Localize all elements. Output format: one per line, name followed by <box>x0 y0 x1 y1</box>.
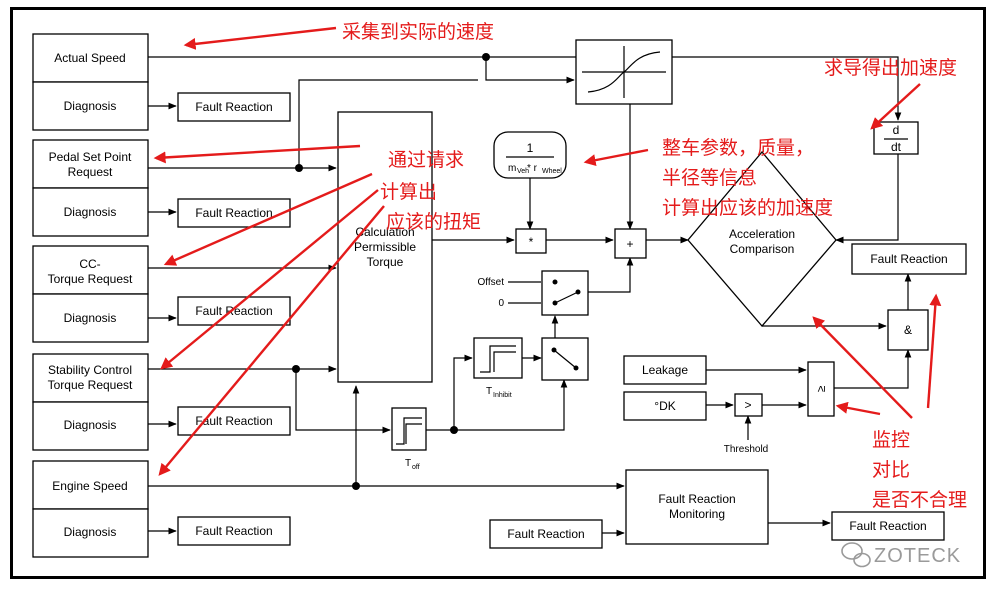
fault-reaction-label-4: Fault Reaction <box>195 414 272 428</box>
inhibit-switch <box>541 337 589 381</box>
annotation-monitor-2: 对比 <box>872 459 910 481</box>
annotation-monitor-1: 监控 <box>872 429 910 451</box>
sum-block <box>614 228 647 259</box>
fault-reaction-monitoring-label-1: Fault Reaction <box>658 492 735 506</box>
annotation-request-2: 计算出 <box>380 181 437 203</box>
acceleration-comparison-label-1: Acceleration <box>729 227 795 241</box>
t-off-label: T <box>405 458 411 469</box>
diagnosis-label-1: Diagnosis <box>64 99 117 113</box>
multiply-block <box>515 228 547 254</box>
calculation-label-2: Permissible <box>354 240 416 254</box>
input-panel <box>32 33 149 558</box>
engine-speed-label: Engine Speed <box>52 479 127 493</box>
stability-control-label-1: Stability Control <box>48 363 132 377</box>
multiply-label: * <box>529 235 534 249</box>
annotation-derivative: 求导得出加速度 <box>824 57 957 79</box>
dk-block <box>623 391 707 421</box>
threshold-label: Threshold <box>724 444 768 455</box>
annotation-vehicle-params-2: 半径等信息 <box>662 167 757 189</box>
annotation-actual-speed: 采集到实际的速度 <box>342 21 494 43</box>
diagnosis-label-3: Diagnosis <box>64 311 117 325</box>
junction-dots <box>292 53 490 490</box>
pedal-set-point-label-2: Request <box>68 165 113 179</box>
greater-equal-label: ≥ <box>814 385 828 392</box>
watermark-text: ZOTECK <box>874 545 961 567</box>
calculation-label-3: Torque <box>367 255 404 269</box>
and-gate-label: & <box>904 323 912 337</box>
mass-radius-numerator: 1 <box>527 141 534 155</box>
diagram-frame <box>10 7 986 579</box>
mass-radius-wheel-sub: Wheel <box>542 168 562 175</box>
t-off-timer <box>391 407 427 451</box>
t-off-sub: off <box>412 464 420 471</box>
and-gate <box>887 309 929 351</box>
zero-label: 0 <box>498 298 504 309</box>
lookup-curve-block <box>575 39 673 105</box>
acceleration-comparison-block <box>687 150 837 327</box>
offset-label: Offset <box>478 277 505 288</box>
greater-than-label: > <box>744 398 751 412</box>
mass-radius-veh-sub: Veh <box>517 168 529 175</box>
greater-equal-block <box>807 361 835 417</box>
fault-reaction-label-5: Fault Reaction <box>195 524 272 538</box>
leakage-label: Leakage <box>642 363 688 377</box>
calculation-block <box>337 111 433 383</box>
t-inhibit-label: T <box>486 386 492 397</box>
fault-reaction-label-output: Fault Reaction <box>849 519 926 533</box>
diagnosis-label-2: Diagnosis <box>64 205 117 219</box>
fault-reaction-box-input <box>489 519 603 549</box>
acceleration-comparison-label-2: Comparison <box>730 242 795 256</box>
offset-switch <box>541 270 589 316</box>
sum-label: + <box>626 237 633 251</box>
mass-radius-denominator-m: m <box>508 163 516 174</box>
derivative-numerator: d <box>893 123 900 137</box>
greater-than-block <box>734 393 763 417</box>
diagnosis-label-4: Diagnosis <box>64 418 117 432</box>
fault-reaction-monitoring-label-2: Monitoring <box>669 507 725 521</box>
annotation-monitor-3: 是否不合理 <box>872 489 967 511</box>
diagnosis-label-5: Diagnosis <box>64 525 117 539</box>
annotation-request-3: 应该的扭矩 <box>386 211 481 233</box>
fault-reaction-label-1: Fault Reaction <box>195 100 272 114</box>
wechat-icon <box>841 542 871 568</box>
fault-reaction-label-2: Fault Reaction <box>195 206 272 220</box>
fault-reaction-box-output <box>831 511 945 541</box>
fault-reaction-label-3: Fault Reaction <box>195 304 272 318</box>
fault-reaction-label-input: Fault Reaction <box>507 527 584 541</box>
pedal-set-point-label-1: Pedal Set Point <box>49 150 132 164</box>
fault-reaction-label-right: Fault Reaction <box>870 252 947 266</box>
signal-wires <box>148 56 912 537</box>
fault-reaction-box-right <box>851 243 967 275</box>
mass-radius-block <box>493 131 567 179</box>
cc-torque-label-2: Torque Request <box>48 272 133 286</box>
annotation-vehicle-params-1: 整车参数，质量， <box>662 137 814 159</box>
derivative-denominator: dt <box>891 140 902 154</box>
t-inhibit-timer <box>473 337 523 379</box>
fault-reaction-monitoring-block <box>625 469 769 545</box>
actual-speed-label: Actual Speed <box>54 51 125 65</box>
leakage-block <box>623 355 707 385</box>
mass-radius-times-r: * r <box>527 163 538 174</box>
t-inhibit-sub: Inhibit <box>493 392 512 399</box>
annotation-vehicle-params-3: 计算出应该的加速度 <box>662 197 833 219</box>
fault-reaction-boxes <box>177 92 291 546</box>
annotation-arrows <box>153 26 942 476</box>
dk-label: °DK <box>654 399 675 413</box>
calculation-label-1: Calculation <box>355 225 414 239</box>
annotation-request-1: 通过请求 <box>388 149 464 171</box>
cc-torque-label-1: CC- <box>79 257 100 271</box>
stability-control-label-2: Torque Request <box>48 378 133 392</box>
